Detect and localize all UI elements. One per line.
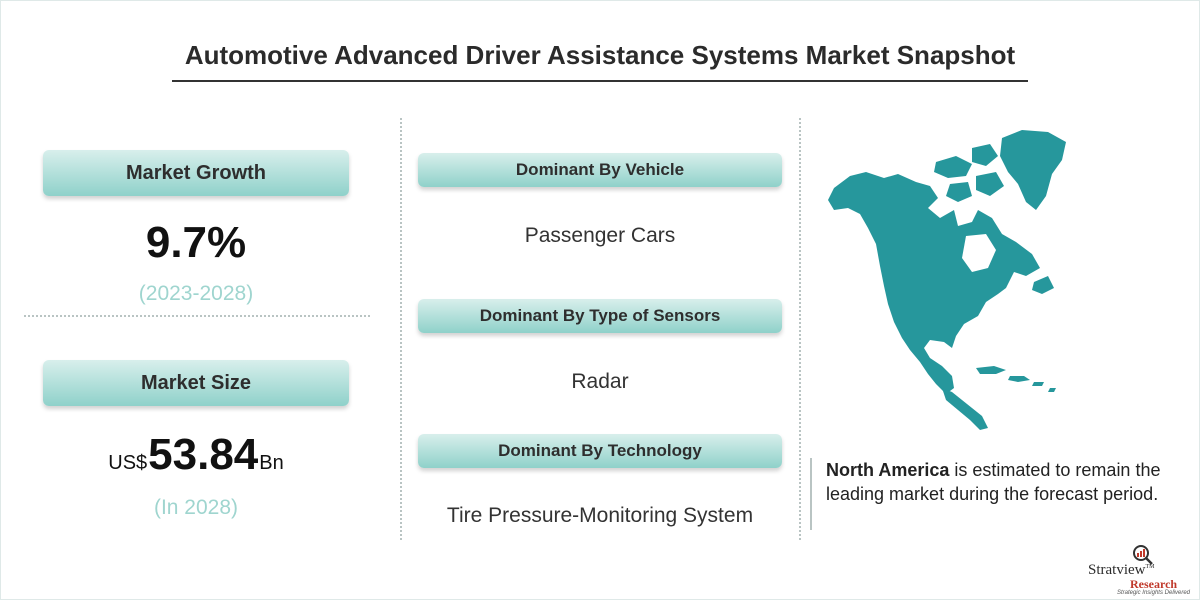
market-size-suffix: Bn [259, 452, 284, 474]
north-america-map [828, 130, 1066, 430]
title-underline [172, 80, 1028, 82]
region-name: North America [826, 460, 950, 480]
dominant-technology-value: Tire Pressure-Monitoring System [446, 504, 754, 527]
logo-name-pre: Stratv [1088, 562, 1124, 578]
logo-name: StratviewTM [1088, 562, 1188, 579]
dominant-sensor-label: Dominant By Type of Sensors [418, 299, 782, 333]
region-statement: North America is estimated to remain the… [810, 458, 1170, 530]
dominant-vehicle-value: Passenger Cars [524, 224, 676, 247]
region-description: is estimated to remain the leading marke… [826, 460, 1161, 504]
page-title: Automotive Advanced Driver Assistance Sy… [184, 40, 1016, 70]
logo-tm: TM [1145, 564, 1155, 570]
left-divider [24, 315, 370, 317]
market-size-number: 53.84 [148, 430, 259, 479]
dominant-sensor-value: Radar [571, 370, 629, 393]
dominant-vehicle-label: Dominant By Vehicle [418, 153, 782, 187]
logo-name-post: iew [1123, 562, 1146, 578]
dominant-technology-label: Dominant By Technology [418, 434, 782, 468]
market-growth-label: Market Growth [43, 150, 349, 196]
magnifier-chart-icon [1133, 545, 1153, 565]
logo-tagline: Strategic Insights Delivered [1116, 590, 1190, 596]
market-growth-value: 9.7% [145, 218, 247, 267]
market-size-label: Market Size [43, 360, 349, 406]
divider-left [400, 118, 402, 540]
market-growth-period: (2023-2028) [138, 282, 254, 305]
market-size-prefix: US$ [108, 452, 148, 474]
logo-research: Research [1130, 577, 1178, 591]
market-size-value: US$ 53.84 Bn [43, 430, 349, 480]
market-size-period: (In 2028) [153, 496, 239, 519]
divider-right [799, 118, 801, 540]
stratview-logo: StratviewTM Research Strategic Insights … [1080, 540, 1190, 596]
